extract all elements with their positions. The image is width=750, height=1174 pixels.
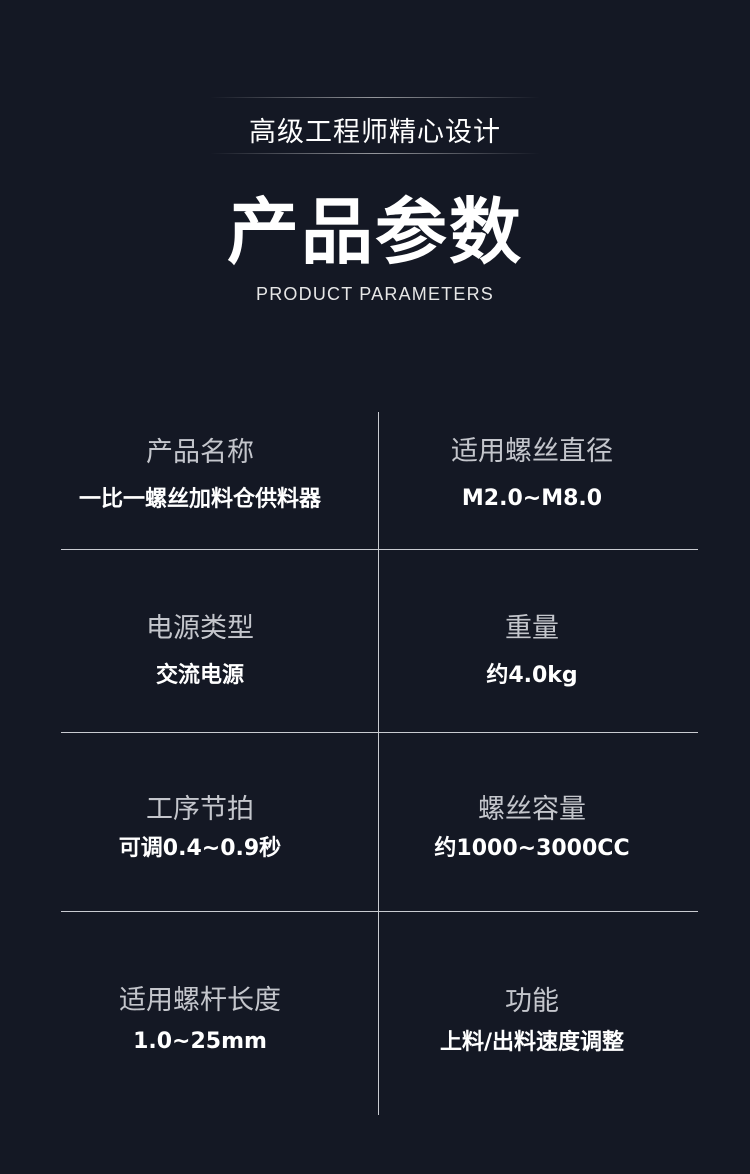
param-value: 交流电源 xyxy=(155,663,244,688)
header-divider-bottom xyxy=(210,153,540,154)
param-label: 适用螺丝直径 xyxy=(451,436,613,467)
param-value: M2.0~M8.0 xyxy=(461,486,603,511)
header-divider-top xyxy=(210,97,540,98)
grid-row-divider xyxy=(61,911,698,912)
param-label: 螺丝容量 xyxy=(478,794,586,825)
param-value: 1.0~25mm xyxy=(133,1029,267,1054)
param-screw-length: 适用螺杆长度 1.0~25mm xyxy=(60,984,340,1056)
page-title: 产品参数 xyxy=(226,190,523,274)
param-weight: 重量 约4.0kg xyxy=(390,612,674,690)
page-subtitle: PRODUCT PARAMETERS xyxy=(256,284,494,304)
grid-row-divider xyxy=(61,549,698,550)
param-screw-capacity: 螺丝容量 约1000~3000CC xyxy=(390,793,674,863)
param-label: 工序节拍 xyxy=(146,794,254,825)
param-screw-diameter: 适用螺丝直径 M2.0~M8.0 xyxy=(390,435,674,513)
param-value: 一比一螺丝加料仓供料器 xyxy=(78,487,321,512)
param-value: 上料/出料速度调整 xyxy=(439,1030,625,1055)
param-value: 约1000~3000CC xyxy=(434,836,630,861)
param-product-name: 产品名称 一比一螺丝加料仓供料器 xyxy=(60,436,340,514)
tagline: 高级工程师精心设计 xyxy=(249,117,501,148)
param-cycle-time: 工序节拍 可调0.4~0.9秒 xyxy=(60,793,340,863)
param-function: 功能 上料/出料速度调整 xyxy=(390,985,674,1057)
grid-vertical-divider xyxy=(378,412,379,1115)
param-label: 适用螺杆长度 xyxy=(119,985,281,1016)
param-value: 约4.0kg xyxy=(486,663,578,688)
param-label: 重量 xyxy=(505,613,559,644)
param-label: 电源类型 xyxy=(146,613,254,644)
param-label: 产品名称 xyxy=(146,437,254,468)
param-label: 功能 xyxy=(505,986,559,1017)
param-value: 可调0.4~0.9秒 xyxy=(118,836,282,861)
grid-row-divider xyxy=(61,732,698,733)
param-power-type: 电源类型 交流电源 xyxy=(60,612,340,690)
